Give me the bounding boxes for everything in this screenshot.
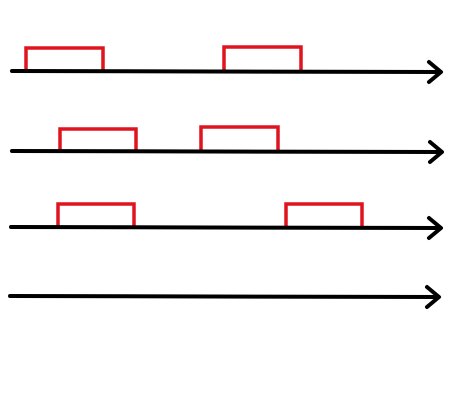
timeline-row-2: [10, 125, 444, 164]
arrow-head-icon: [427, 60, 443, 84]
interval-bracket: [284, 202, 364, 226]
interval-bracket: [199, 125, 280, 151]
arrow-head-icon: [428, 140, 444, 164]
arrow-head-icon: [427, 216, 443, 240]
arrow-head-icon: [425, 285, 441, 309]
interval-bracket: [24, 46, 105, 70]
interval-bracket: [58, 127, 138, 151]
timeline-row-4: [8, 285, 441, 309]
axis-line: [10, 69, 442, 74]
axis-line: [10, 149, 443, 154]
axis-line: [9, 225, 442, 230]
timeline-row-1: [10, 45, 443, 84]
axis-line: [8, 294, 440, 299]
interval-bracket: [222, 45, 303, 70]
interval-bracket: [56, 202, 136, 226]
timeline-row-3: [9, 202, 443, 240]
